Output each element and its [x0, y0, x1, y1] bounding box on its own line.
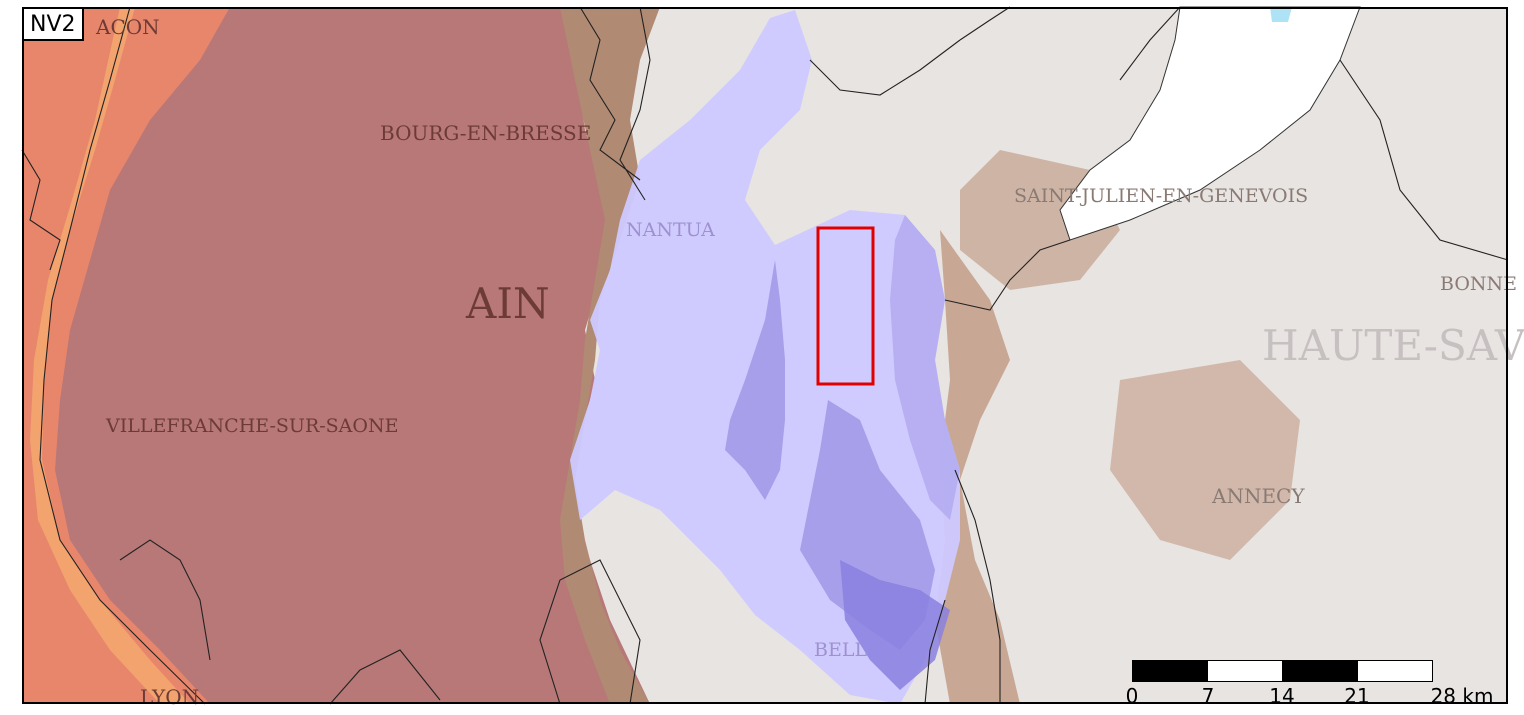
label-lyon: LYON	[140, 685, 199, 709]
label-villefranche: VILLEFRANCHE-SUR-SAONE	[105, 415, 398, 437]
foothills-annecy	[1110, 360, 1300, 560]
label-belley: BELL	[814, 639, 867, 661]
highlight-rect[interactable]	[816, 226, 875, 386]
zone-darkest-southeast	[840, 560, 950, 690]
scale-tick-0: 0	[1125, 684, 1139, 708]
scale-tick-28: 28 km	[1430, 684, 1494, 708]
scale-bar: 0 7 14 21 28 km	[1112, 660, 1512, 710]
foothills-east	[935, 230, 1020, 704]
scale-segment-2	[1207, 660, 1283, 682]
label-bourg-en-bresse: BOURG-EN-BRESSE	[380, 121, 591, 145]
scale-tick-21: 21	[1344, 684, 1370, 708]
label-bonneville: BONNE	[1440, 273, 1517, 295]
administrative-boundaries	[21, 6, 1509, 705]
label-annecy: ANNECY	[1211, 484, 1305, 508]
scale-tick-7: 7	[1201, 684, 1215, 708]
scale-segment-4	[1357, 660, 1433, 682]
label-macon: ACON	[95, 15, 160, 39]
label-saint-julien: SAINT-JULIEN-EN-GENEVOIS	[1014, 185, 1308, 207]
zone-darker-east	[890, 215, 960, 520]
lowland-region	[22, 7, 650, 704]
zone-darker-west	[725, 260, 785, 500]
label-haute-savoie: HAUTE-SAV	[1262, 321, 1524, 370]
lake-tip	[1270, 7, 1292, 22]
lake-geneva	[1059, 6, 1361, 241]
label-ain: AIN	[465, 279, 550, 328]
label-nantua: NANTUA	[626, 219, 715, 241]
map-id-badge: NV2	[22, 7, 84, 41]
scale-segment-1	[1132, 660, 1208, 682]
saone-valley	[22, 7, 230, 704]
scale-segment-3	[1282, 660, 1358, 682]
scale-tick-14: 14	[1269, 684, 1295, 708]
